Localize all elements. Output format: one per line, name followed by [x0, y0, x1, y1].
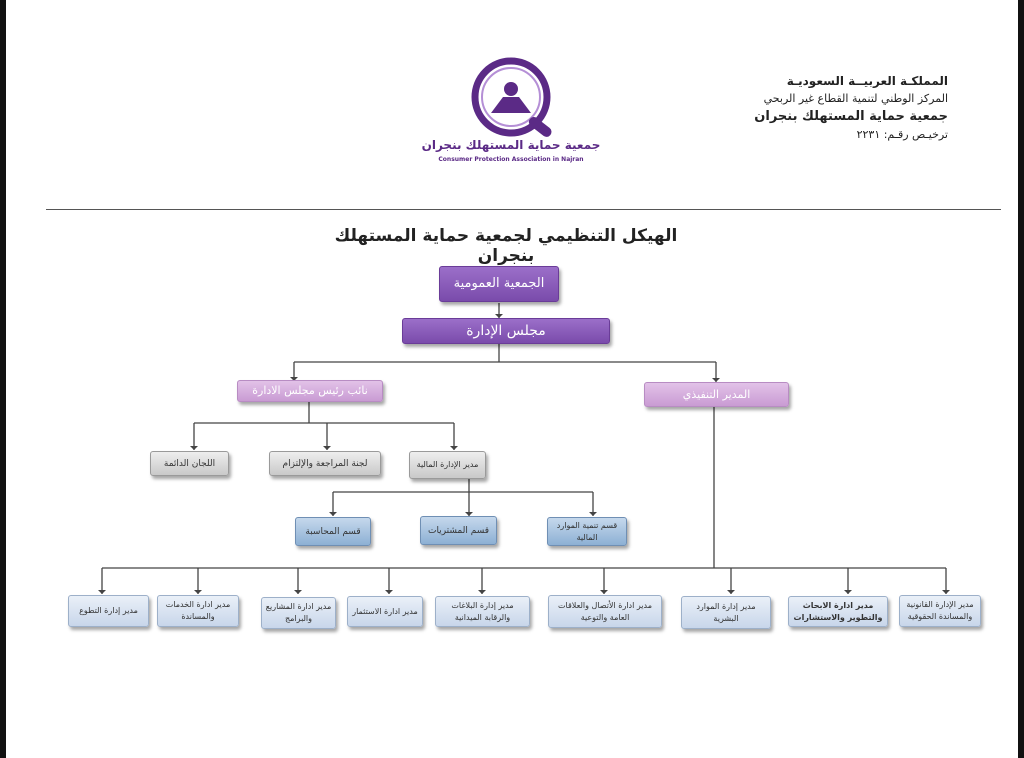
node-vice-chair: نائب رئيس مجلس الادارة	[237, 380, 383, 402]
letterhead-center: المركز الوطني لتنمية القطاع غير الربحي	[763, 92, 948, 105]
node-reports: مدير إدارة البلاغات والرقابة الميدانية	[435, 596, 530, 627]
logo-name-english: Consumer Protection Association in Najra…	[438, 156, 584, 163]
letterhead: المملكـة العربيــة السعوديـة المركز الوط…	[648, 72, 948, 144]
node-accounting: قسم المحاسبة	[295, 517, 371, 546]
logo-name-arabic: جمعية حماية المستهلك بنجران	[421, 138, 601, 152]
magnifier-person-icon	[471, 57, 552, 137]
association-logo: جمعية حماية المستهلك بنجران Consumer Pro…	[421, 55, 601, 175]
letterhead-license: ترخيـص رقـم: ٢٢٣١	[856, 128, 948, 141]
node-hr: مدير إدارة الموارد البشرية	[681, 596, 771, 629]
node-services: مدير ادارة الخدمات والمساندة	[157, 595, 239, 627]
letterhead-association: جمعية حماية المستهلك بنجران	[754, 109, 948, 124]
connector-lines	[98, 303, 950, 594]
header-divider	[46, 209, 1001, 210]
node-general-assembly: الجمعية العمومية	[439, 266, 559, 302]
node-investment: مدير ادارة الاستثمار	[347, 596, 423, 627]
node-legal: مدير الإدارة القانونية والمساندة الحقوقي…	[899, 595, 981, 627]
node-procurement: قسم المشتريات	[420, 516, 497, 545]
node-review-committee: لجنة المراجعة والإلتزام	[269, 451, 381, 476]
node-volunteering: مدير إدارة التطوع	[68, 595, 149, 627]
org-chart-page: المملكـة العربيــة السعوديـة المركز الوط…	[6, 0, 1018, 758]
node-projects: مدير ادارة المشاريع والبرامج	[261, 597, 336, 629]
node-resource-development: قسم تنمية الموارد المالية	[547, 517, 627, 546]
chart-title: الهيكل التنظيمي لجمعية حماية المستهلك بن…	[334, 226, 678, 266]
letterhead-country: المملكـة العربيــة السعوديـة	[786, 74, 948, 88]
node-finance-director: مدير الإدارة المالية	[409, 451, 486, 479]
node-communication: مدير ادارة الأتصال والعلاقات العامة والت…	[548, 595, 662, 628]
node-permanent-committees: اللجان الدائمة	[150, 451, 229, 476]
node-board: مجلس الإدارة	[402, 318, 610, 344]
node-executive-director: المدير التنفيذي	[644, 382, 789, 407]
node-research: مدير ادارة الابحاث والتطوير والاستشارات	[788, 596, 888, 627]
